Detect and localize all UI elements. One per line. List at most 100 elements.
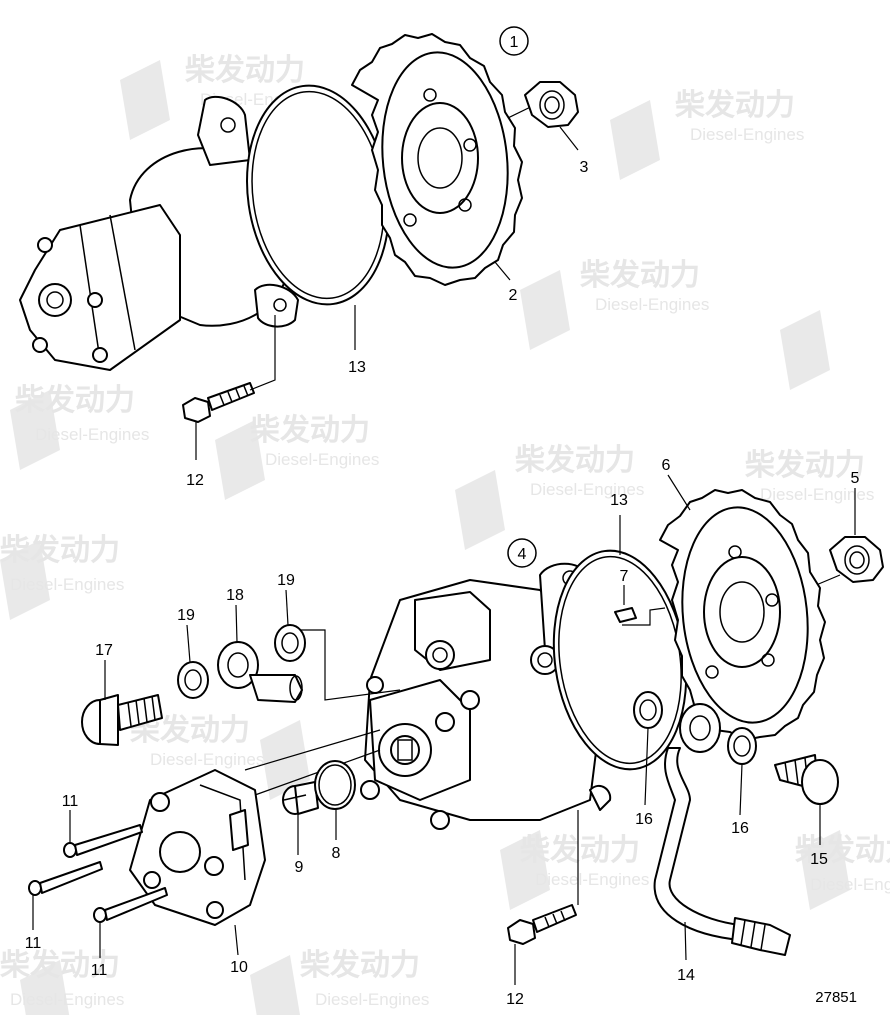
watermark-top-right: 柴发动力 Diesel-Engines (610, 88, 804, 180)
plug-9 (282, 781, 319, 815)
callout-bottom-11-c: 11 (91, 962, 108, 979)
banjo-bolt-17 (81, 694, 163, 746)
watermark-far-right: 柴发动力 Diesel-Engines (795, 830, 890, 910)
leader-19-left (186, 624, 191, 663)
screw-11-c (93, 887, 168, 923)
banjo-bolt-15 (774, 754, 839, 805)
watermark-bottom-left: 柴发动力 Diesel-Engines (0, 948, 124, 1015)
watermark-low-right: 柴发动力 Diesel-Engines (500, 830, 649, 910)
svg-text:柴发动力: 柴发动力 (675, 88, 795, 123)
svg-text:Diesel-Engines: Diesel-Engines (690, 125, 804, 144)
top-gear (351, 33, 523, 286)
pipe-14 (653, 703, 791, 956)
svg-text:柴发动力: 柴发动力 (520, 833, 640, 868)
watermark-mid-left: 柴发动力 Diesel-Engines (10, 383, 149, 470)
top-leader-2 (494, 261, 511, 281)
top-nut (524, 81, 579, 128)
top-leader-3 (559, 126, 579, 151)
svg-text:柴发动力: 柴发动力 (15, 383, 135, 418)
bottom-key (614, 607, 637, 623)
leader-14 (684, 921, 687, 961)
pump-cover-10 (129, 769, 266, 926)
callout-bottom-9: 9 (295, 859, 304, 876)
callout-bottom-10: 10 (230, 959, 248, 976)
circled-label-1: 1 (499, 26, 529, 56)
svg-text:柴发动力: 柴发动力 (580, 258, 700, 293)
svg-text:柴发动力: 柴发动力 (250, 413, 370, 448)
callout-bottom-11-b: 11 (25, 935, 42, 952)
svg-text:Diesel-Engines: Diesel-Engines (530, 480, 644, 499)
bottom-nut (829, 536, 884, 583)
bottom-guide-line-cover (244, 729, 381, 771)
svg-text:柴发动力: 柴发动力 (185, 53, 305, 88)
callout-bottom-7: 7 (620, 568, 629, 585)
svg-text:柴发动力: 柴发动力 (515, 443, 635, 478)
leader-7-guide (622, 607, 666, 626)
watermark-mid-3: 柴发动力 Diesel-Engines (455, 443, 644, 550)
circled-label-4: 4 (507, 538, 537, 568)
svg-text:柴发动力: 柴发动力 (0, 533, 120, 568)
svg-text:Diesel-Engines: Diesel-Engines (35, 425, 149, 444)
svg-text:Diesel-Engines: Diesel-Engines (150, 750, 264, 769)
callout-top-12: 12 (186, 472, 204, 489)
svg-text:Diesel-Engines: Diesel-Engines (760, 485, 874, 504)
watermark-mid-2: 柴发动力 Diesel-Engines (215, 413, 379, 500)
bottom-gear (659, 489, 826, 741)
svg-text:柴发动力: 柴发动力 (795, 833, 890, 868)
watermark-low-left: 柴发动力 Diesel-Engines (0, 533, 124, 620)
callout-top-13: 13 (348, 359, 366, 376)
svg-text:1: 1 (510, 34, 519, 51)
sealing-washer-16-right (727, 727, 757, 765)
svg-text:Diesel-Engines: Diesel-Engines (315, 990, 429, 1009)
bottom-pump-body (360, 562, 634, 830)
leader-6 (667, 474, 691, 511)
top-assembly: 1 3 2 13 12 (19, 26, 589, 489)
o-ring-8 (314, 760, 356, 810)
callout-top-2: 2 (509, 287, 518, 304)
top-bolt (182, 382, 255, 423)
callout-bottom-6: 6 (662, 457, 671, 474)
leader-19-right (285, 589, 289, 626)
leader-16-left (644, 727, 649, 806)
callout-bottom-13: 13 (610, 492, 628, 509)
banjo-fitting-18 (217, 641, 303, 703)
reference-number: 27851 (815, 989, 857, 1006)
callout-bottom-19-right: 19 (277, 572, 295, 589)
bottom-bolt-12 (507, 904, 577, 945)
bottom-guide-line-banjo (300, 629, 401, 701)
screw-11-a (63, 824, 143, 858)
svg-text:Diesel-Engines: Diesel-Engines (535, 870, 649, 889)
bottom-assembly: 4 13 6 5 7 17 19 18 19 16 16 15 11 11 11… (25, 457, 884, 1008)
callout-bottom-19-left: 19 (177, 607, 195, 624)
leader-10 (234, 924, 239, 956)
svg-text:Diesel-Engines: Diesel-Engines (265, 450, 379, 469)
leader-16-right (739, 763, 743, 816)
callout-bottom-18: 18 (226, 587, 244, 604)
sealing-washer-19-right (274, 624, 306, 662)
callout-top-3: 3 (580, 159, 589, 176)
watermark-mid-center: 柴发动力 Diesel-Engines (520, 258, 709, 350)
callout-bottom-11-a: 11 (62, 793, 79, 810)
svg-text:4: 4 (518, 546, 527, 563)
sealing-washer-16-left (633, 691, 663, 729)
watermark-layer: 柴发动力 Diesel-Engines 柴发动力 Diesel-Engines … (0, 53, 890, 1015)
callout-bottom-16-right: 16 (731, 820, 749, 837)
svg-text:柴发动力: 柴发动力 (745, 448, 865, 483)
callout-bottom-15: 15 (810, 851, 828, 868)
svg-text:Diesel-Engines: Diesel-Engines (595, 295, 709, 314)
callout-bottom-17: 17 (95, 642, 113, 659)
sealing-washer-19-left (177, 661, 209, 699)
callout-bottom-16-left: 16 (635, 811, 653, 828)
callout-bottom-14: 14 (677, 967, 695, 984)
svg-text:Diesel-Engines: Diesel-Engines (10, 575, 124, 594)
watermark-mid-right: 柴发动力 Diesel-Engines (745, 310, 874, 504)
screw-11-b (28, 861, 103, 896)
callout-bottom-5: 5 (851, 470, 860, 487)
callout-bottom-8: 8 (332, 845, 341, 862)
svg-text:柴发动力: 柴发动力 (300, 948, 420, 983)
leader-18 (235, 604, 238, 643)
svg-text:Diesel-Engines: Diesel-Engines (810, 875, 890, 894)
watermark-bottom-center: 柴发动力 Diesel-Engines (250, 948, 429, 1015)
callout-bottom-12: 12 (506, 991, 524, 1008)
